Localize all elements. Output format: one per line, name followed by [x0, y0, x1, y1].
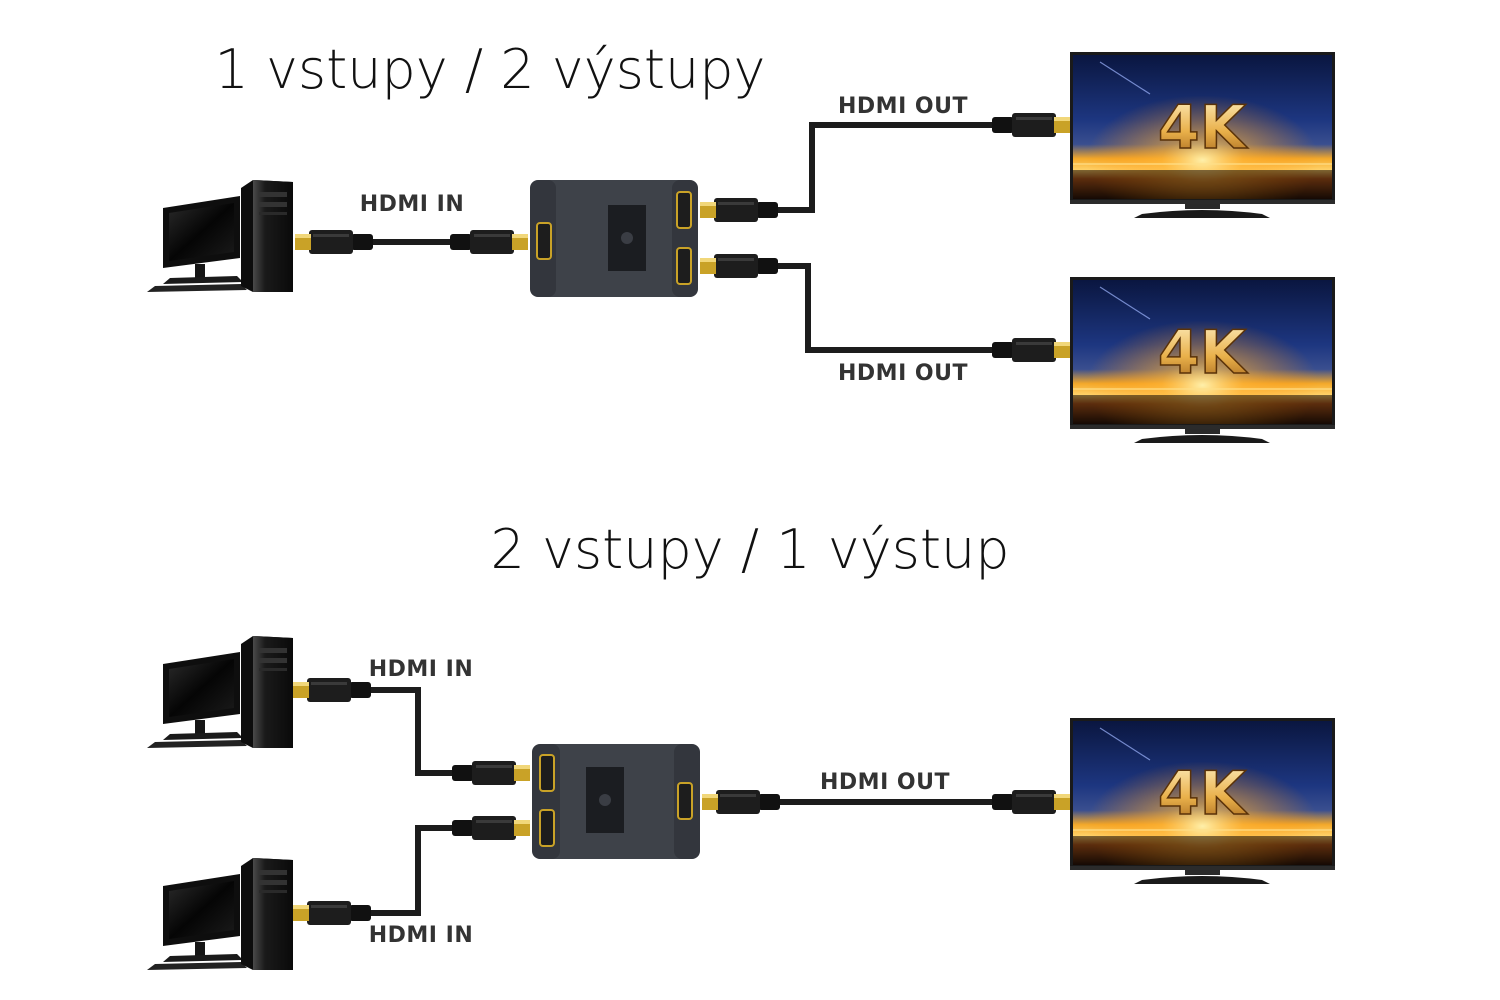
- hdmi-out-cable-2: [778, 263, 992, 353]
- hdmi-connector-icon: [293, 901, 371, 925]
- hdmi-connector-icon: [700, 254, 778, 278]
- top-section-title: 1 vstupy / 2 výstupy: [215, 38, 766, 101]
- hdmi-connector-icon: [452, 816, 530, 840]
- hdmi-connector-icon: [992, 113, 1070, 137]
- desktop-computer-icon: [147, 180, 293, 292]
- desktop-computer-icon: [147, 858, 293, 970]
- hdmi-connector-icon: [452, 761, 530, 785]
- label-hdmi-in-2: HDMI IN: [369, 923, 474, 948]
- hdmi-in-cable-2: [367, 825, 455, 916]
- tv-4k-icon: [1069, 51, 1336, 219]
- label-hdmi-out: HDMI OUT: [820, 770, 950, 795]
- hdmi-connector-icon: [293, 678, 371, 702]
- label-hdmi-out-2: HDMI OUT: [838, 361, 968, 386]
- hdmi-switch-icon: [530, 180, 698, 297]
- hdmi-connector-icon: [702, 790, 780, 814]
- hdmi-connector-icon: [295, 230, 373, 254]
- tv-4k-icon: [1069, 717, 1336, 885]
- hdmi-connector-icon: [992, 790, 1070, 814]
- bottom-section-title: 2 vstupy / 1 výstup: [490, 518, 1009, 581]
- desktop-computer-icon: [147, 636, 293, 748]
- hdmi-connector-icon: [450, 230, 528, 254]
- hdmi-connector-icon: [700, 198, 778, 222]
- label-hdmi-out-1: HDMI OUT: [838, 94, 968, 119]
- hdmi-in-cable-1: [367, 687, 455, 776]
- hdmi-out-cable-1: [778, 122, 992, 213]
- hdmi-connector-icon: [992, 338, 1070, 362]
- hdmi-switch-icon: [532, 744, 700, 859]
- tv-4k-icon: [1069, 276, 1336, 444]
- label-hdmi-in-1: HDMI IN: [369, 657, 474, 682]
- label-hdmi-in: HDMI IN: [360, 192, 465, 217]
